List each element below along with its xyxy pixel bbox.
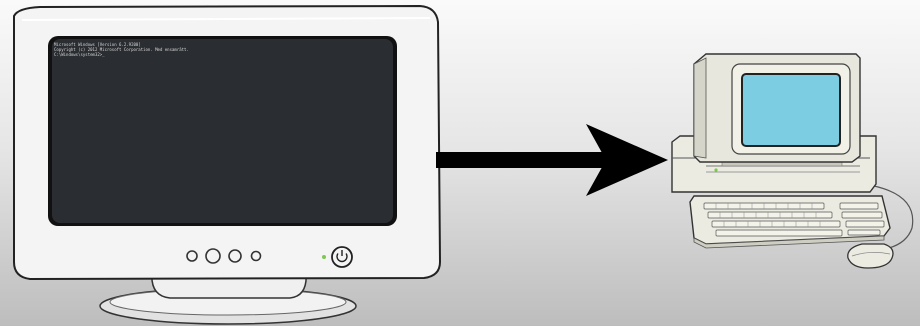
computer-screen bbox=[742, 74, 840, 146]
monitor-button[interactable] bbox=[252, 252, 261, 261]
arrow bbox=[436, 124, 668, 196]
power-icon[interactable] bbox=[332, 247, 352, 267]
desktop-computer bbox=[672, 54, 913, 268]
monitor-button[interactable] bbox=[187, 251, 197, 261]
power-led bbox=[322, 255, 326, 259]
mouse bbox=[848, 244, 893, 268]
terminal-output: Microsoft Windows [Version 6.2.9200] Cop… bbox=[54, 42, 384, 102]
monitor-button[interactable] bbox=[206, 249, 220, 263]
terminal-prompt: C:\Windows\system32>_ bbox=[54, 52, 384, 57]
monitor-button[interactable] bbox=[229, 250, 241, 262]
arrow-shaft bbox=[436, 152, 612, 168]
